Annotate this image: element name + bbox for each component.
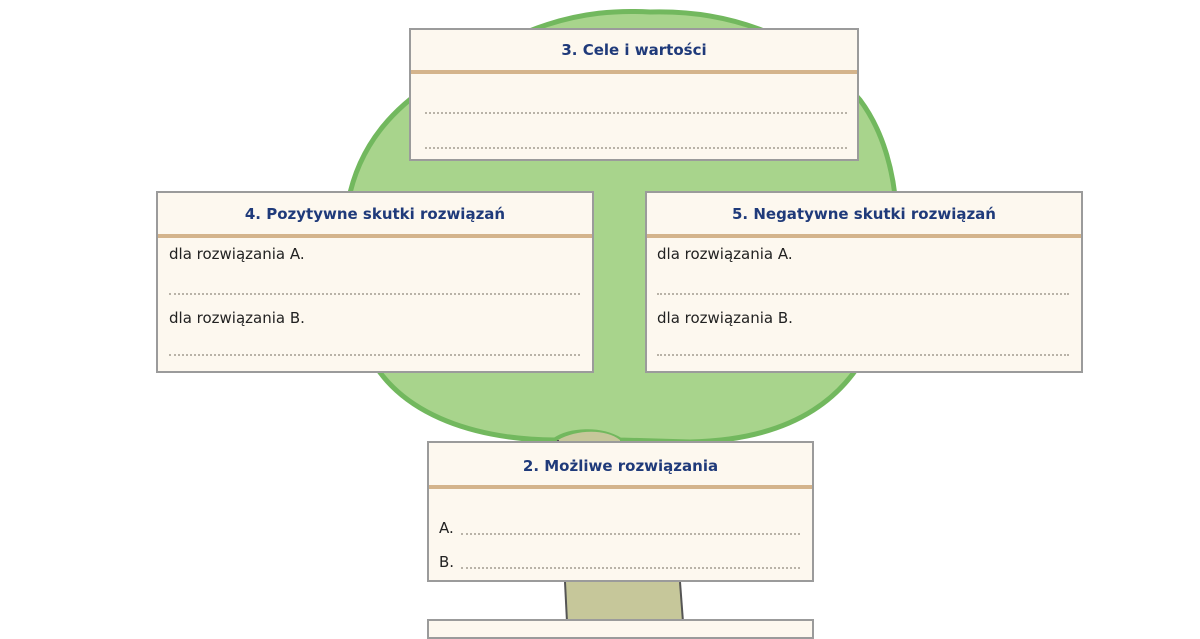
title-rule	[429, 485, 812, 489]
answer-line-2[interactable]	[425, 147, 847, 149]
title-rule	[411, 70, 857, 74]
positive-solution-b-line[interactable]	[169, 354, 580, 356]
negative-solution-a-label: dla rozwiązania A.	[657, 245, 793, 263]
negative-solution-b-line[interactable]	[657, 354, 1069, 356]
solution-a-line[interactable]	[461, 533, 800, 535]
possible-solutions-box: 2. Możliwe rozwiązania A. B.	[427, 441, 814, 582]
answer-line-1[interactable]	[425, 112, 847, 114]
next-box-partial	[427, 619, 814, 639]
positive-effects-title: 4. Pozytywne skutki rozwiązań	[244, 205, 506, 223]
trunk-edge-left	[564, 581, 568, 623]
positive-solution-b-label: dla rozwiązania B.	[169, 309, 305, 327]
negative-effects-box: 5. Negatywne skutki rozwiązań dla rozwią…	[645, 191, 1083, 373]
possible-solutions-title: 2. Możliwe rozwiązania	[522, 457, 719, 475]
trunk-edge-right	[679, 581, 684, 623]
positive-effects-box: 4. Pozytywne skutki rozwiązań dla rozwią…	[156, 191, 594, 373]
positive-solution-a-label: dla rozwiązania A.	[169, 245, 305, 263]
solution-b-line[interactable]	[461, 567, 800, 569]
solution-a-label: A.	[439, 519, 454, 537]
goals-values-box: 3. Cele i wartości	[409, 28, 859, 161]
negative-solution-a-line[interactable]	[657, 293, 1069, 295]
title-rule	[647, 234, 1081, 238]
title-rule	[158, 234, 592, 238]
solution-b-label: B.	[439, 553, 455, 571]
tree-trunk	[558, 431, 683, 622]
negative-effects-title: 5. Negatywne skutki rozwiązań	[731, 205, 996, 223]
negative-solution-b-label: dla rozwiązania B.	[657, 309, 793, 327]
goals-values-title: 3. Cele i wartości	[561, 41, 707, 59]
positive-solution-a-line[interactable]	[169, 293, 580, 295]
